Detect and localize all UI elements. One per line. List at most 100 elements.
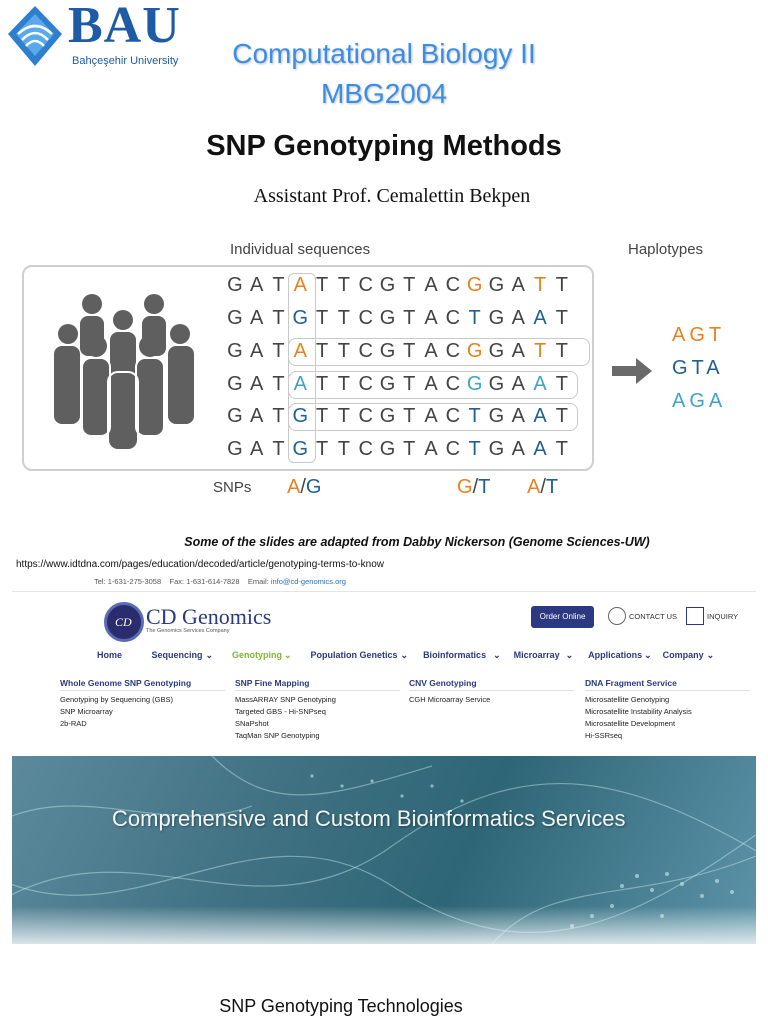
base: G <box>227 307 243 329</box>
base: C <box>445 438 461 460</box>
base: G <box>292 405 309 427</box>
base: T <box>403 307 416 329</box>
base: T <box>272 307 285 329</box>
base: T <box>272 405 285 427</box>
base: T <box>315 438 329 460</box>
bau-emblem-icon <box>8 6 62 66</box>
nav-population-genetics[interactable]: Population Genetics <box>310 650 398 660</box>
base: C <box>445 307 461 329</box>
dna-helix-graphic <box>12 756 756 944</box>
chevron-down-icon: ⌄ <box>706 650 715 660</box>
site-email-link[interactable]: info@cd-genomics.org <box>270 577 346 586</box>
base: T <box>315 307 329 329</box>
chevron-down-icon: ⌄ <box>644 650 652 660</box>
inquiry-link[interactable]: INQUIRY <box>686 607 738 625</box>
nav-microarray[interactable]: Microarray <box>513 650 560 660</box>
base: A <box>511 438 525 460</box>
base: T <box>468 307 481 329</box>
menu-item[interactable]: Microsatellite Instability Analysis <box>585 707 692 716</box>
slide-title: SNP Genotyping Methods <box>206 130 562 162</box>
menu-heading[interactable]: CNV Genotyping <box>409 678 574 691</box>
base: T <box>337 438 350 460</box>
contact-us-link[interactable]: CONTACT US <box>608 607 677 625</box>
nav-genotyping[interactable]: Genotyping <box>232 650 283 660</box>
base: T <box>272 438 285 460</box>
base: G <box>379 373 396 395</box>
base: T <box>555 405 568 427</box>
cd-genomics-tagline: The Genomics Services Company <box>146 628 230 634</box>
menu-item[interactable]: 2b-RAD <box>60 719 87 728</box>
menu-item[interactable]: Microsatellite Development <box>585 719 676 728</box>
base: A <box>511 274 525 296</box>
menu-whole-genome: Whole Genome SNP Genotyping Genotyping b… <box>60 678 225 730</box>
snp-2: G/T <box>457 476 491 498</box>
haplotype-2: GTA <box>672 357 724 379</box>
menu-heading[interactable]: DNA Fragment Service <box>585 678 750 691</box>
individual-sequences-heading: Individual sequences <box>230 241 371 258</box>
snp-3: A/T <box>527 476 559 498</box>
menu-heading[interactable]: SNP Fine Mapping <box>235 678 400 691</box>
base: A <box>533 438 547 460</box>
source-url[interactable]: https://www.idtdna.com/pages/education/d… <box>16 559 384 570</box>
base: T <box>403 340 416 362</box>
base: G <box>227 274 243 296</box>
menu-item[interactable]: Genotyping by Sequencing (GBS) <box>60 695 173 704</box>
nav-sequencing[interactable]: Sequencing <box>151 650 203 660</box>
base: A <box>511 373 525 395</box>
site-divider <box>12 591 756 592</box>
haplotype-1: AGT <box>672 324 726 346</box>
menu-dna-fragment: DNA Fragment Service Microsatellite Geno… <box>585 678 750 742</box>
base: T <box>555 307 568 329</box>
base: T <box>403 405 416 427</box>
menu-item[interactable]: MassARRAY SNP Genotyping <box>235 695 336 704</box>
base: A <box>533 307 547 329</box>
menu-item[interactable]: Hi-SSRseq <box>585 731 623 740</box>
base: T <box>315 405 329 427</box>
base: G <box>379 307 396 329</box>
order-online-button[interactable]: Order Online <box>531 606 594 628</box>
base: A <box>533 373 547 395</box>
cd-genomics-brand[interactable]: CD Genomics <box>146 604 272 629</box>
course-title: Computational Biology II <box>232 38 536 69</box>
haplotype-row-highlight-3 <box>288 403 578 431</box>
base: A <box>250 274 264 296</box>
menu-cnv-genotyping: CNV Genotyping CGH Microarray Service <box>409 678 574 706</box>
cd-genomics-logo-icon[interactable]: CD <box>104 602 144 642</box>
nav-company[interactable]: Company <box>662 650 704 660</box>
base: A <box>293 340 307 362</box>
haplotype-row-highlight-2 <box>288 371 578 399</box>
base: C <box>445 373 461 395</box>
menu-heading[interactable]: Whole Genome SNP Genotyping <box>60 678 225 691</box>
nav-applications[interactable]: Applications <box>588 650 643 660</box>
menu-item[interactable]: SNP Microarray <box>60 707 113 716</box>
base: T <box>403 373 416 395</box>
base: T <box>468 405 481 427</box>
menu-item[interactable]: Microsatellite Genotyping <box>585 695 670 704</box>
menu-item[interactable]: TaqMan SNP Genotyping <box>235 731 320 740</box>
banner-fade <box>12 906 756 944</box>
base: C <box>358 405 373 427</box>
base: A <box>424 438 438 460</box>
base: A <box>424 373 438 395</box>
menu-item[interactable]: CGH Microarray Service <box>409 695 491 704</box>
base: G <box>488 405 505 427</box>
base: G <box>379 405 396 427</box>
people-group-icon <box>54 294 194 450</box>
haplotypes-heading: Haplotypes <box>628 241 704 258</box>
base: A <box>250 307 264 329</box>
base: T <box>555 373 568 395</box>
nav-home[interactable]: Home <box>97 650 123 660</box>
base: T <box>337 307 350 329</box>
sequences-box <box>22 265 594 471</box>
haplotype-3: AGA <box>672 390 727 412</box>
base: T <box>533 340 547 362</box>
menu-item[interactable]: Targeted GBS - Hi-SNPseq <box>235 707 326 716</box>
adapted-note: Some of the slides are adapted from Dabb… <box>184 535 650 549</box>
menu-snp-fine-mapping: SNP Fine Mapping MassARRAY SNP Genotypin… <box>235 678 400 742</box>
nav-bioinformatics[interactable]: Bioinformatics <box>423 650 487 660</box>
base: A <box>293 373 307 395</box>
menu-item[interactable]: SNaPshot <box>235 719 269 728</box>
